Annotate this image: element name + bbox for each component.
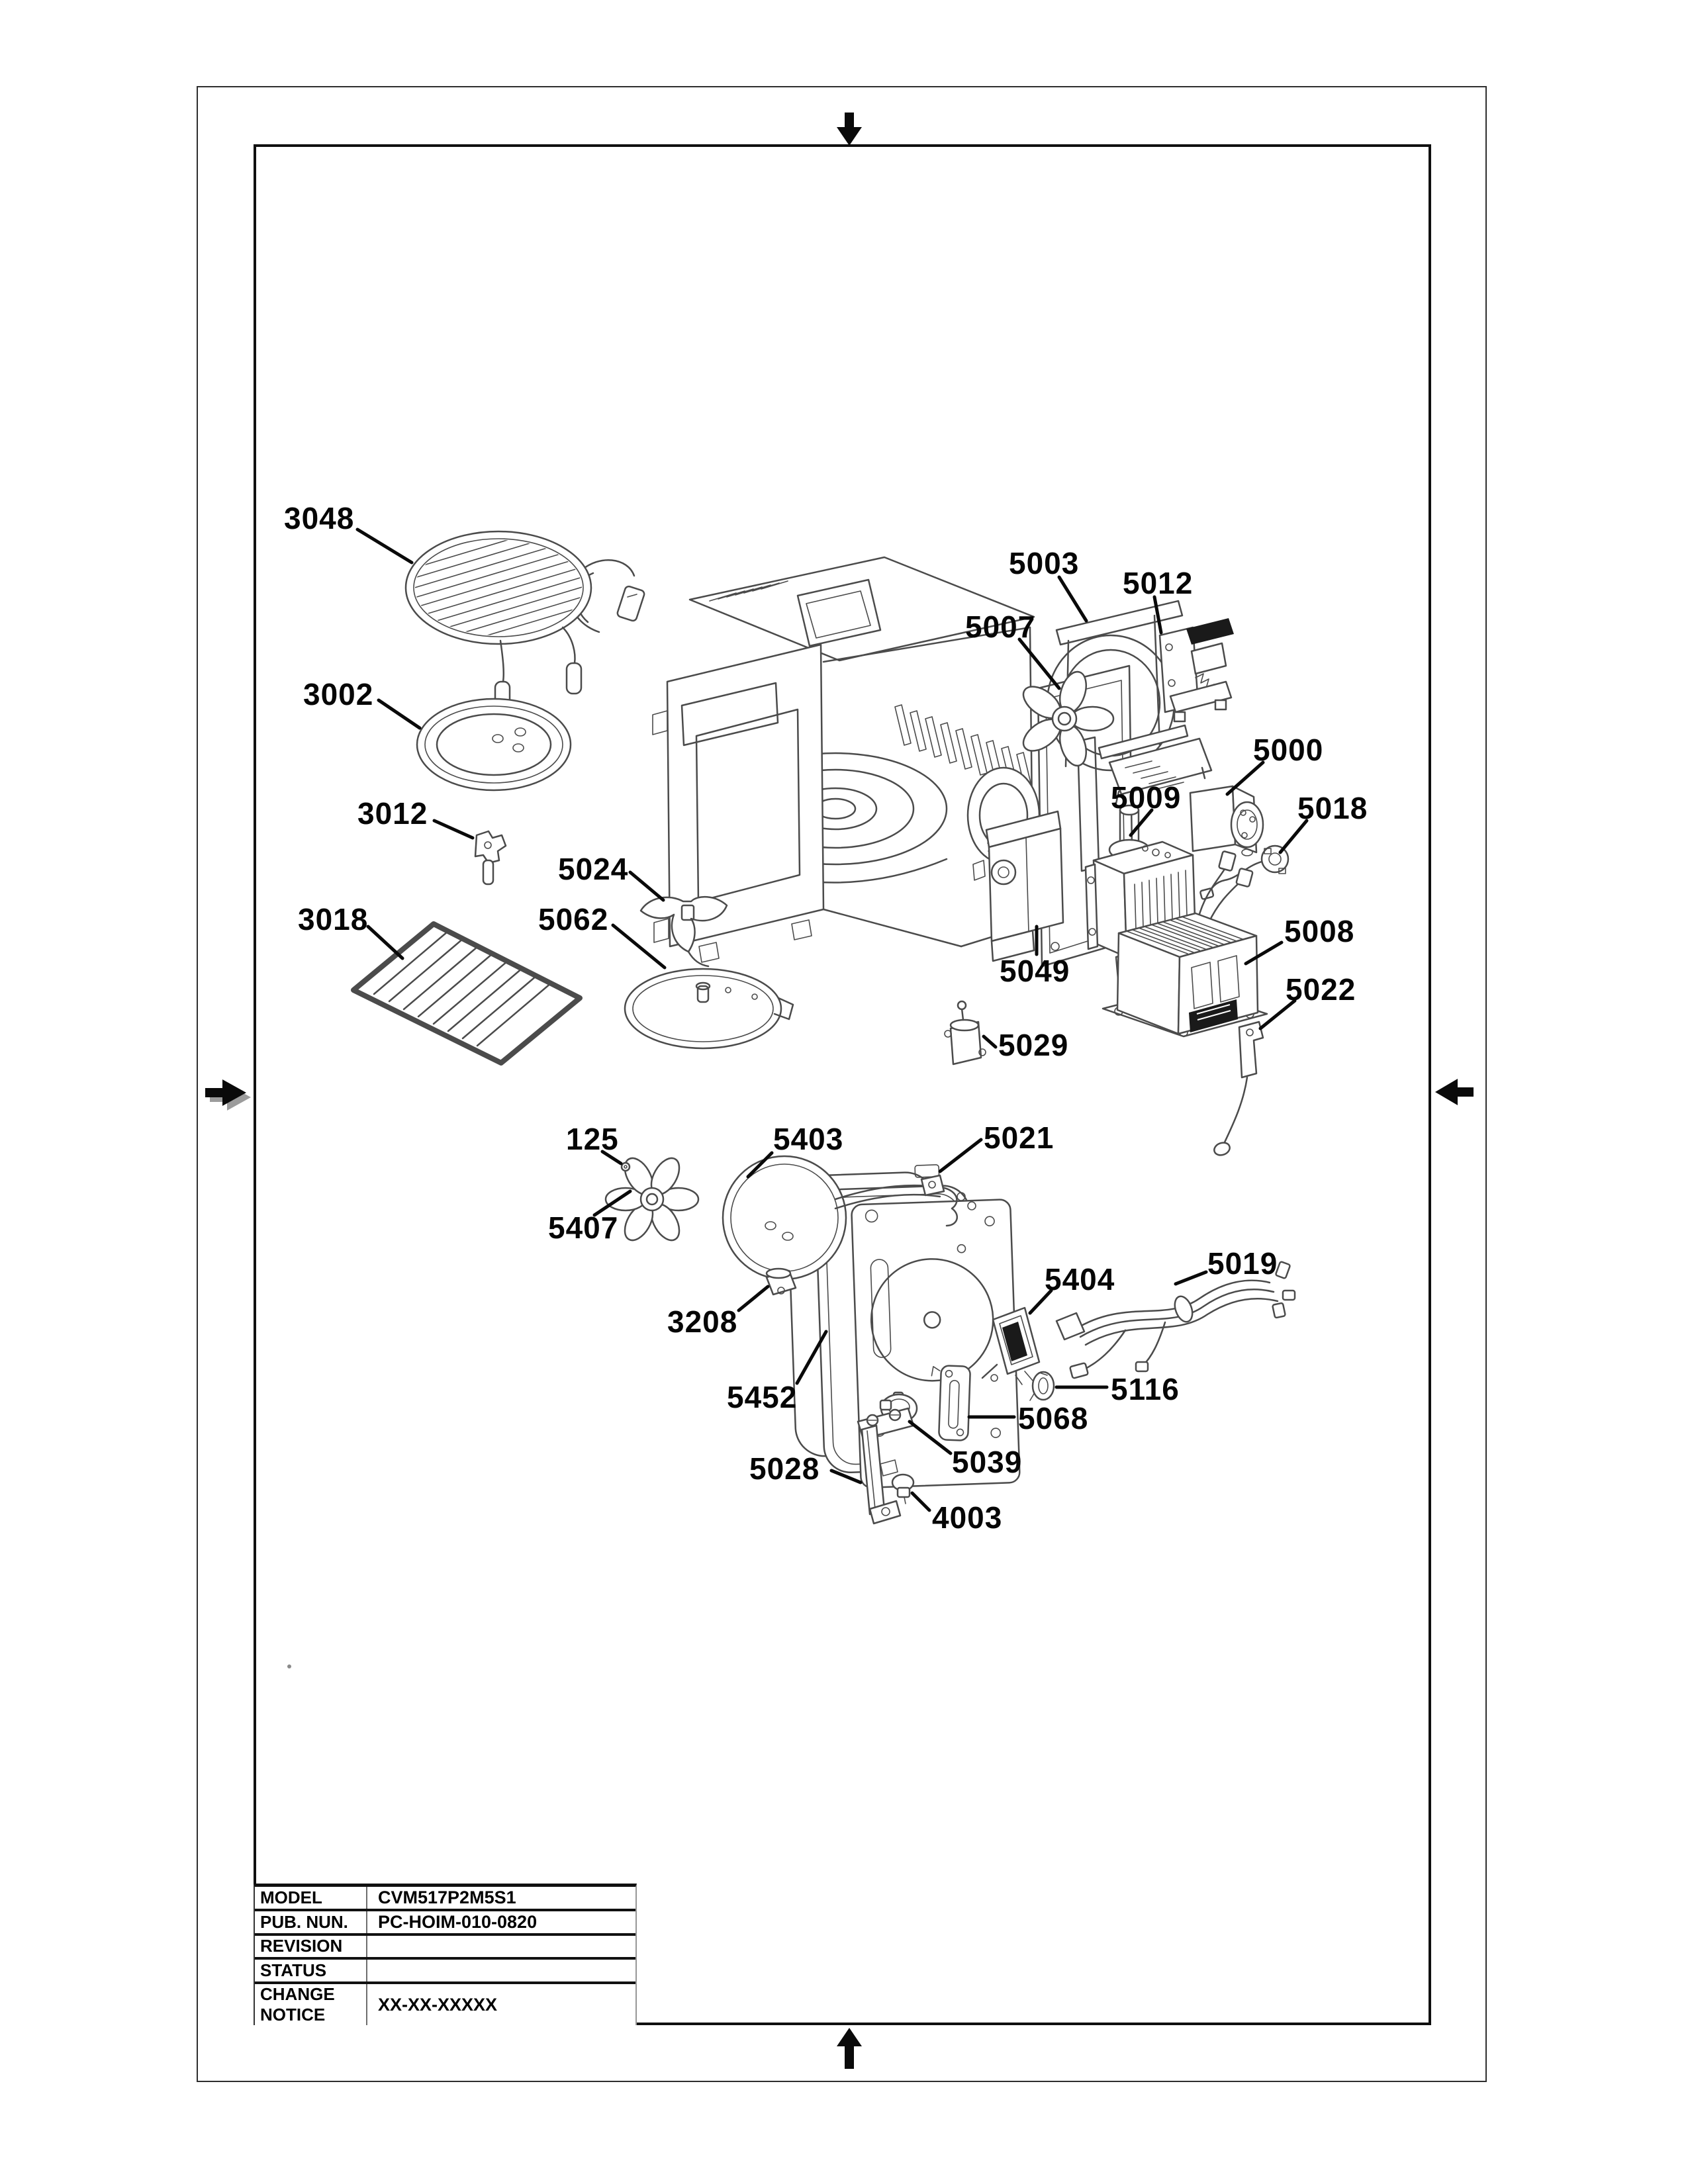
shaft-bushing (765, 1267, 797, 1296)
turntable-coupler (474, 830, 507, 886)
fan-blade-main (1022, 670, 1115, 767)
part-label-125: 125 (566, 1122, 619, 1156)
fan-motor (1189, 785, 1264, 856)
paper-speck (287, 1664, 291, 1668)
revision-label: REVISION (255, 1935, 367, 1958)
title-block-row-pubnum: PUB. NUN. PC-HOIM-010-0820 (255, 1911, 635, 1936)
mounting-bracket (857, 1399, 915, 1525)
transformer (1102, 850, 1268, 1038)
part-label-4003: 4003 (932, 1500, 1003, 1535)
part-label-5007: 5007 (965, 610, 1036, 644)
arrow-right-icon (205, 1079, 251, 1111)
model-label: MODEL (255, 1887, 367, 1909)
part-label-5452: 5452 (727, 1380, 798, 1414)
title-block-row-change-notice: CHANGE NOTICE XX-XX-XXXXX (255, 1984, 635, 2025)
thermal-cutout (1029, 1371, 1055, 1401)
revision-value (367, 1936, 635, 1958)
part-label-5008: 5008 (1284, 914, 1355, 948)
change-notice-value: XX-XX-XXXXX (378, 1994, 498, 2015)
part-label-5022: 5022 (1286, 972, 1356, 1007)
title-block: MODEL CVM517P2M5S1 PUB. NUN. PC-HOIM-010… (254, 1884, 637, 2025)
arrow-down-icon (837, 113, 862, 146)
fan-bracket-assembly (1046, 600, 1213, 805)
part-label-5404: 5404 (1045, 1262, 1115, 1297)
convection-fan-blade (604, 1157, 700, 1242)
part-label-5009: 5009 (1111, 780, 1182, 815)
part-label-5028: 5028 (749, 1451, 820, 1486)
glass-tray (416, 698, 572, 792)
part-label-5019: 5019 (1207, 1246, 1278, 1281)
part-label-5039: 5039 (952, 1445, 1023, 1479)
part-label-3002: 3002 (303, 677, 374, 711)
outer-trim-border (197, 86, 1487, 2082)
wire-rack (351, 921, 583, 1066)
pub-num-value: PC-HOIM-010-0820 (378, 1911, 538, 1932)
door-switch (981, 1306, 1041, 1385)
model-value: CVM517P2M5S1 (378, 1887, 516, 1907)
air-duct (972, 810, 1064, 962)
heater-ring-plate (722, 1155, 976, 1281)
change-notice-label: CHANGE NOTICE (255, 1984, 367, 2025)
part-label-5000: 5000 (1253, 733, 1324, 767)
title-block-row-revision: REVISION (255, 1935, 635, 1960)
part-label-5003: 5003 (1009, 546, 1080, 580)
title-block-row-model: MODEL CVM517P2M5S1 (255, 1887, 635, 1911)
part-label-3208: 3208 (667, 1304, 738, 1339)
stirrer-blade (639, 895, 728, 968)
grill-rack (404, 530, 592, 715)
status-label: STATUS (255, 1960, 367, 1981)
part-label-5062: 5062 (538, 902, 609, 936)
part-label-5024: 5024 (558, 852, 629, 886)
pub-num-label: PUB. NUN. (255, 1911, 367, 1933)
part-label-5021: 5021 (984, 1120, 1055, 1155)
part-label-5068: 5068 (1018, 1401, 1089, 1435)
part-label-5049: 5049 (1000, 954, 1070, 988)
part-label-5403: 5403 (773, 1122, 844, 1156)
arrow-left-icon (1435, 1079, 1474, 1105)
latch-plate (931, 1365, 971, 1441)
part-label-5012: 5012 (1123, 566, 1194, 600)
turntable-motor (944, 1000, 986, 1066)
part-label-5018: 5018 (1297, 791, 1368, 825)
leader-lines (355, 527, 1309, 1512)
part-label-5029: 5029 (998, 1028, 1069, 1062)
fan-screw (620, 1161, 631, 1172)
part-label-5407: 5407 (548, 1210, 619, 1245)
grommet-screw (891, 1473, 915, 1504)
part-label-3048: 3048 (284, 501, 355, 535)
wire-harness (1055, 1261, 1296, 1379)
interlock-switch-board (1158, 618, 1234, 723)
cable-clamp-lead (1213, 1021, 1264, 1156)
drawing-frame (254, 144, 1431, 2025)
waveguide-cover (624, 968, 794, 1050)
status-value (367, 1960, 635, 1981)
part-label-3018: 3018 (298, 902, 369, 936)
title-block-row-status: STATUS (255, 1960, 635, 1984)
arrow-up-icon (837, 2028, 862, 2069)
part-label-3012: 3012 (357, 796, 428, 831)
part-label-5116: 5116 (1111, 1372, 1180, 1406)
